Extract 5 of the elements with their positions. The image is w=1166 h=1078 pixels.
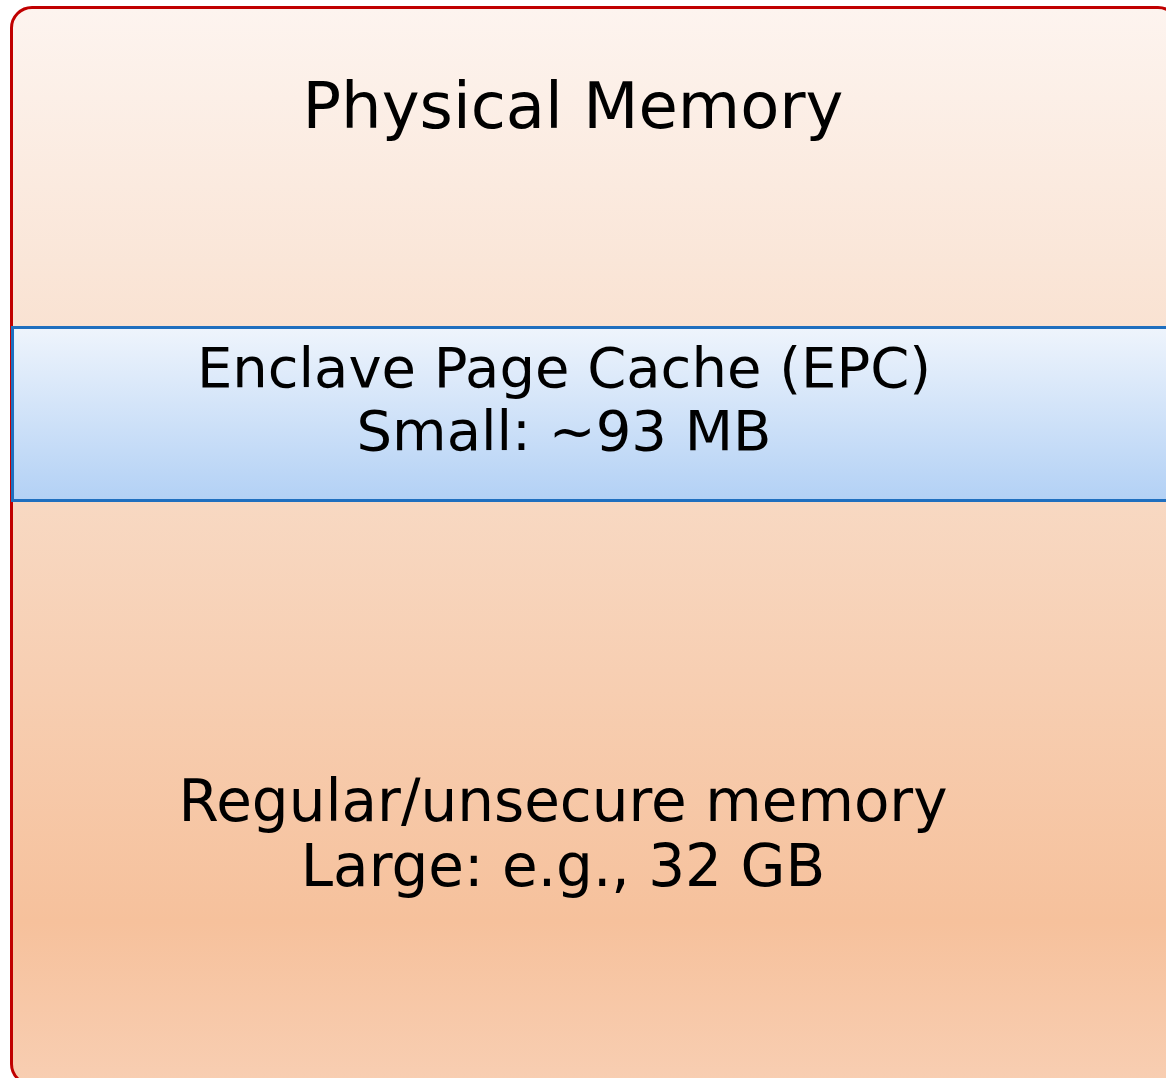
- memory-description: Regular/unsecure memory Large: e.g., 32 GB: [177, 769, 949, 899]
- memory-title: Physical Memory: [301, 71, 845, 143]
- memory-box: [10, 6, 1166, 1078]
- memory-region-band: [11, 326, 1166, 502]
- region-description: Enclave Page Cache (EPC) Small: ~93 MB: [195, 337, 933, 463]
